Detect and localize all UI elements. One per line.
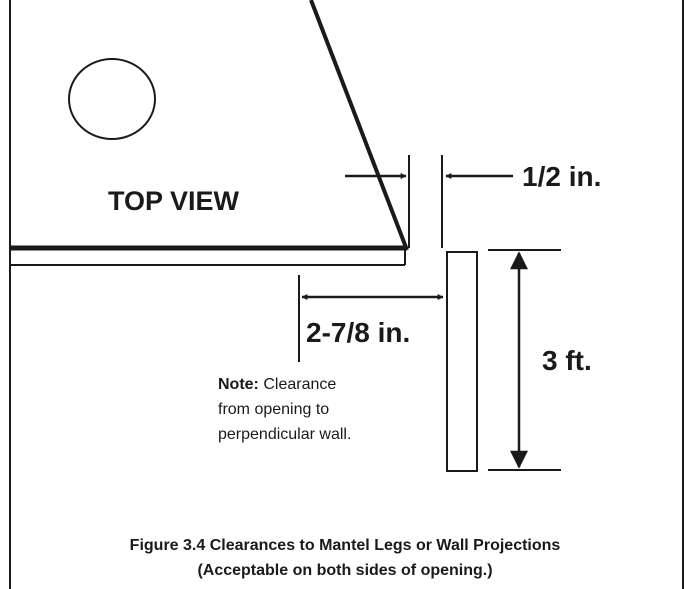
fireplace-slanted-edge bbox=[309, 0, 409, 251]
note-line-1: Note: Clearance bbox=[218, 376, 336, 393]
depth-label: 2-7/8 in. bbox=[306, 317, 410, 348]
mantel-leg bbox=[446, 251, 478, 472]
depth-dimension bbox=[298, 275, 444, 362]
note-line-3: perpendicular wall. bbox=[218, 426, 351, 443]
flue-circle bbox=[68, 58, 156, 140]
figure-frame bbox=[9, 0, 684, 589]
figure-caption-line-1: Figure 3.4 Clearances to Mantel Legs or … bbox=[130, 537, 561, 554]
figure-caption-line-2: (Acceptable on both sides of opening.) bbox=[197, 562, 492, 579]
note-line-2: from opening to bbox=[218, 401, 329, 418]
half-inch-label: 1/2 in. bbox=[522, 161, 601, 192]
note-bold-label: Note: bbox=[218, 376, 259, 393]
fireplace-top-outline bbox=[10, 0, 409, 266]
top-view-label: TOP VIEW bbox=[108, 186, 240, 216]
height-label: 3 ft. bbox=[542, 345, 592, 376]
half-inch-dimension bbox=[345, 155, 513, 248]
height-dimension bbox=[488, 249, 561, 471]
note-line-1-text: Clearance bbox=[259, 376, 336, 393]
clearance-note: Note: Clearance from opening to perpendi… bbox=[218, 376, 351, 443]
